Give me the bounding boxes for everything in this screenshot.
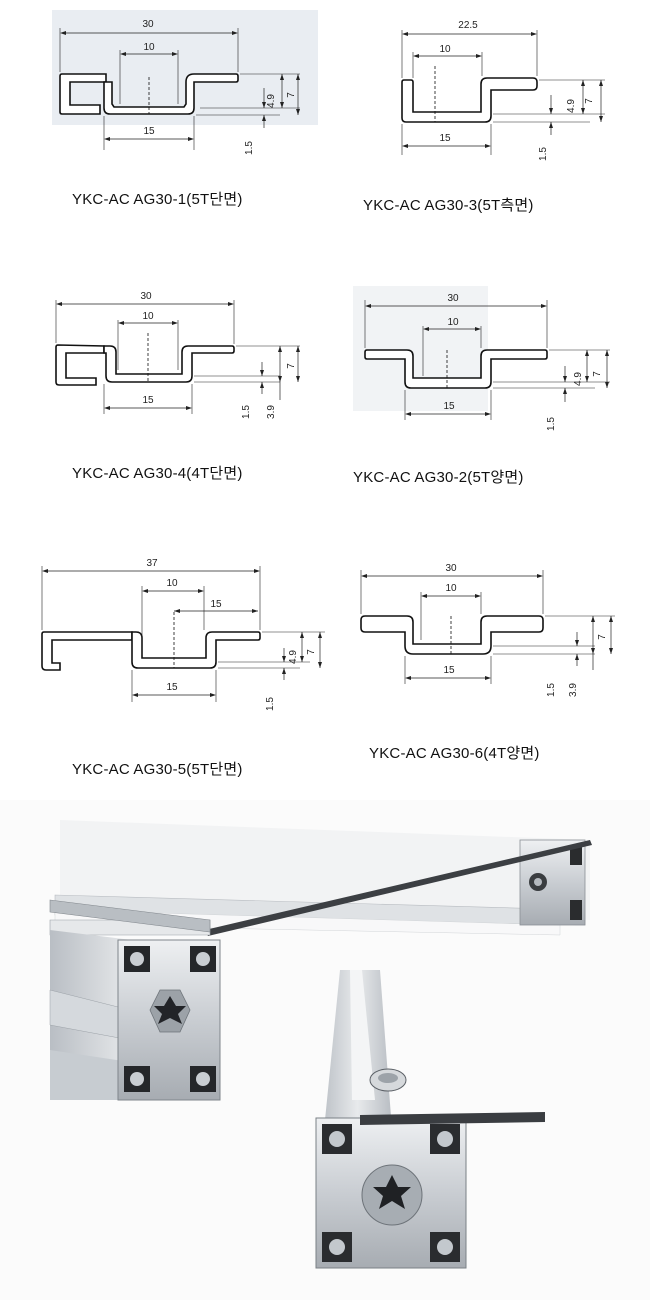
- profile-panel-ag30-5: 37 10 15 15 4.9 7 1.5 YKC-AC AG30-5(5T단면…: [0, 540, 325, 790]
- rail-on-left-profile: [49, 899, 211, 933]
- profile-outline: [401, 77, 538, 123]
- dim-slot: 10: [445, 583, 457, 594]
- dim-base: 15: [439, 133, 451, 144]
- caption-ag30-5: YKC-AC AG30-5(5T단면): [72, 761, 243, 778]
- profile-panel-ag30-3: 22.5 10 15 4.9 7 1.5 YKC-AC AG30-3(5T측면): [325, 0, 650, 225]
- caption-ag30-6: YKC-AC AG30-6(4T양면): [369, 745, 540, 762]
- dim-base: 15: [166, 682, 178, 693]
- profile-panel-ag30-1: 30 10 15 4.9 7 1.5 YKC-AC AG30-1(5T단면): [0, 0, 325, 225]
- dim-base: 15: [142, 395, 154, 406]
- product-photo-illustration: [0, 800, 650, 1300]
- dim-4-9: 4.9: [566, 99, 577, 113]
- dim-1-5: 1.5: [244, 141, 255, 155]
- profile-panel-ag30-6: 30 10 15 7 1.5 3.9 YKC-AC AG30-6(4T양면): [325, 540, 650, 790]
- dim-3-9: 3.9: [266, 405, 277, 419]
- dim-1-5: 1.5: [546, 417, 557, 431]
- dim-1-5: 1.5: [546, 683, 557, 697]
- caption-ag30-2: YKC-AC AG30-2(5T양면): [353, 469, 524, 486]
- dim-7: 7: [592, 371, 603, 377]
- dim-inner: 15: [210, 599, 222, 610]
- profile-channel: [131, 631, 261, 669]
- caption-ag30-3: YKC-AC AG30-3(5T측면): [363, 197, 534, 214]
- profile-channel: [103, 345, 235, 383]
- profile-outline: [360, 615, 544, 655]
- dim-base: 15: [443, 665, 455, 676]
- panel-strip-bottom: [360, 1112, 545, 1125]
- dim-7: 7: [306, 649, 317, 655]
- profile-left-hook: [41, 631, 133, 671]
- dim-1-5: 1.5: [538, 147, 549, 161]
- profile-outline: [364, 349, 548, 389]
- dim-3-9: 3.9: [568, 683, 579, 697]
- dim-slot: 10: [447, 317, 459, 328]
- dim-7: 7: [286, 92, 297, 98]
- profile-drawing-ag30-5: 37 10 15 15 4.9 7 1.5: [41, 558, 325, 711]
- dim-slot: 10: [439, 44, 451, 55]
- product-photo: [0, 800, 650, 1300]
- dim-slot: 10: [166, 578, 178, 589]
- dim-slot: 10: [142, 311, 154, 322]
- profile-panel-ag30-2: 30 10 15 4.9 7 1.5 YKC-AC AG30-2(5T양면): [325, 270, 650, 500]
- profile-drawing-ag30-1: 30 10 15 4.9 7 1.5: [52, 10, 318, 155]
- dim-4-9: 4.9: [573, 372, 584, 386]
- dim-overall: 30: [447, 293, 459, 304]
- caption-ag30-4: YKC-AC AG30-4(4T단면): [72, 465, 243, 482]
- drawing-background: [353, 286, 488, 411]
- dim-overall: 22.5: [458, 20, 478, 31]
- dim-4-9: 4.9: [288, 650, 299, 664]
- dim-overall: 30: [445, 563, 457, 574]
- profile-drawing-ag30-6: 30 10 15 7 1.5 3.9: [360, 563, 615, 697]
- dim-base: 15: [443, 401, 455, 412]
- dim-7: 7: [286, 363, 297, 369]
- dim-overall: 37: [146, 558, 158, 569]
- dim-overall: 30: [142, 19, 154, 30]
- dim-7: 7: [584, 98, 595, 104]
- panel-strip-top: [205, 840, 592, 936]
- profile-drawing-ag30-3: 22.5 10 15 4.9 7 1.5: [401, 20, 605, 161]
- dim-7: 7: [597, 634, 608, 640]
- dim-base: 15: [143, 126, 155, 137]
- profile-channel: [103, 73, 239, 115]
- dim-slot: 10: [143, 42, 155, 53]
- profile-left-hook: [59, 73, 107, 115]
- profile-panel-ag30-4: 30 10 15 7 1.5 3.9 YKC-AC AG30-4(4T단면): [0, 270, 325, 500]
- profile-drawing-ag30-4: 30 10 15 7 1.5 3.9: [55, 291, 300, 419]
- dim-1-5: 1.5: [265, 697, 276, 711]
- profile-left-hook: [55, 344, 105, 386]
- dim-1-5: 1.5: [241, 405, 252, 419]
- caption-ag30-1: YKC-AC AG30-1(5T단면): [72, 191, 243, 208]
- dim-overall: 30: [140, 291, 152, 302]
- rail-top-back: [60, 820, 590, 920]
- profile-drawing-ag30-2: 30 10 15 4.9 7 1.5: [353, 286, 610, 431]
- dim-4-9: 4.9: [266, 94, 277, 108]
